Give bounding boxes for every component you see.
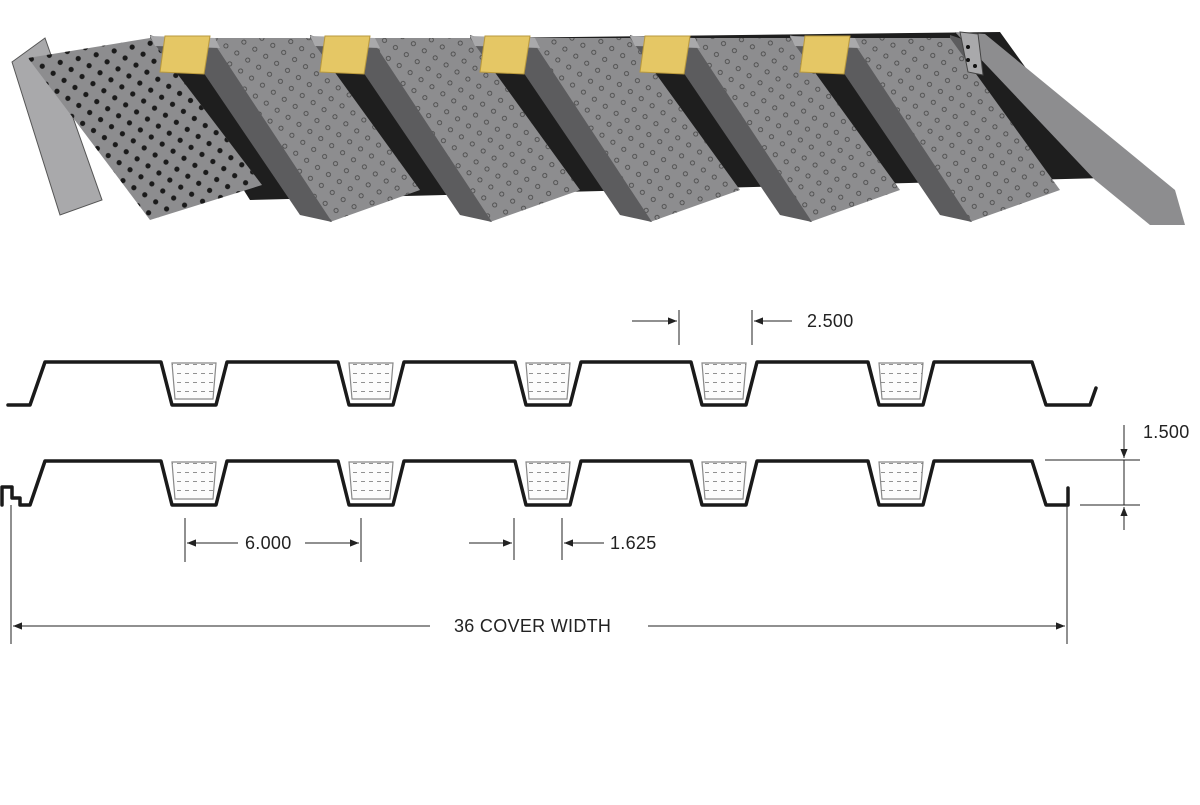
flute-side-wall [820, 38, 972, 222]
flute-perforations [690, 38, 900, 222]
end-hole [966, 45, 970, 49]
flute-side-wall [660, 38, 812, 222]
flute-perforations [370, 38, 580, 222]
flute-side-wall [180, 38, 332, 222]
insulation-hatch [172, 462, 216, 499]
deck-panel-3d [11, 31, 1185, 225]
insulation-hatch [349, 462, 393, 499]
insulation-hatch [702, 462, 746, 499]
deck-profile-bottom [0, 459, 1070, 507]
insulation-hatch [879, 462, 923, 499]
insulation-hatch [879, 363, 923, 399]
insulation-block [159, 35, 211, 75]
insulation-block [319, 35, 371, 75]
profile-line [0, 459, 1070, 507]
flute-perforations [530, 38, 740, 222]
insulation-block [799, 35, 851, 75]
profile-line [6, 360, 1098, 407]
insulation-hatch [526, 462, 570, 499]
insulation-hatch [526, 363, 570, 399]
panel-end-lip [959, 31, 984, 76]
insulation-block [639, 35, 691, 75]
flute-side-wall [340, 38, 492, 222]
insulation-block [479, 35, 531, 75]
dim-label-cover-width: 36 COVER WIDTH [454, 616, 611, 636]
dim-label-flute-width: 2.500 [807, 311, 854, 331]
flute-perforations [28, 38, 262, 220]
panel-end-plain [955, 32, 1185, 225]
flute-perforations [210, 38, 420, 222]
insulation-hatch [702, 363, 746, 399]
insulation-hatch [172, 363, 216, 399]
deck-profile-top [6, 360, 1098, 407]
dim-label-depth: 1.500 [1143, 422, 1190, 442]
panel-edge-lip [11, 37, 103, 216]
insulation-hatch [349, 363, 393, 399]
dimension-lines: 2.500 1.500 6.000 1.625 36 COVER WIDTH [10, 310, 1190, 644]
dim-label-pitch: 6.000 [245, 533, 292, 553]
end-hole [966, 58, 970, 62]
end-hole [973, 64, 977, 68]
flute-side-wall [500, 38, 652, 222]
flute-perforations [850, 38, 1060, 222]
dim-label-bottom-width: 1.625 [610, 533, 657, 553]
